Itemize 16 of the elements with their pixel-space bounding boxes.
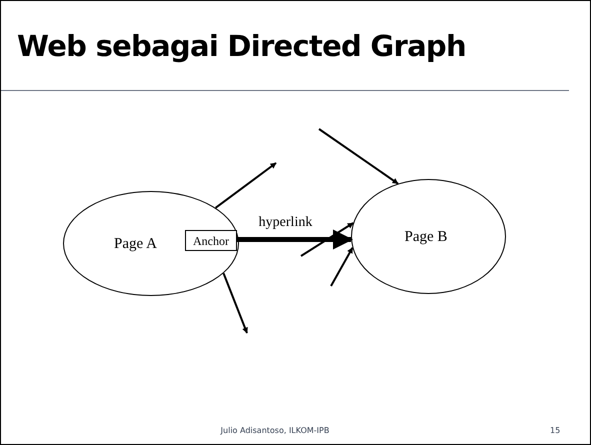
page-ellipse [63, 191, 239, 296]
edge-label: hyperlink [256, 216, 314, 230]
footer-text: Julio Adisantoso, ILKOM-IPB [220, 425, 330, 437]
node-label: Anchor [193, 234, 229, 246]
slide-title: Web sebagai Directed Graph [17, 28, 466, 65]
page-number: 15 [550, 425, 560, 437]
page-ellipse [351, 179, 506, 294]
arrow [236, 230, 353, 250]
arrow [318, 128, 399, 184]
arrow [330, 247, 354, 286]
node-label: Page B [404, 230, 448, 244]
arrow [222, 272, 248, 334]
anchor-box [185, 230, 237, 251]
arrow [300, 222, 354, 257]
node-label: Page A [114, 236, 157, 252]
arrow [215, 162, 277, 209]
